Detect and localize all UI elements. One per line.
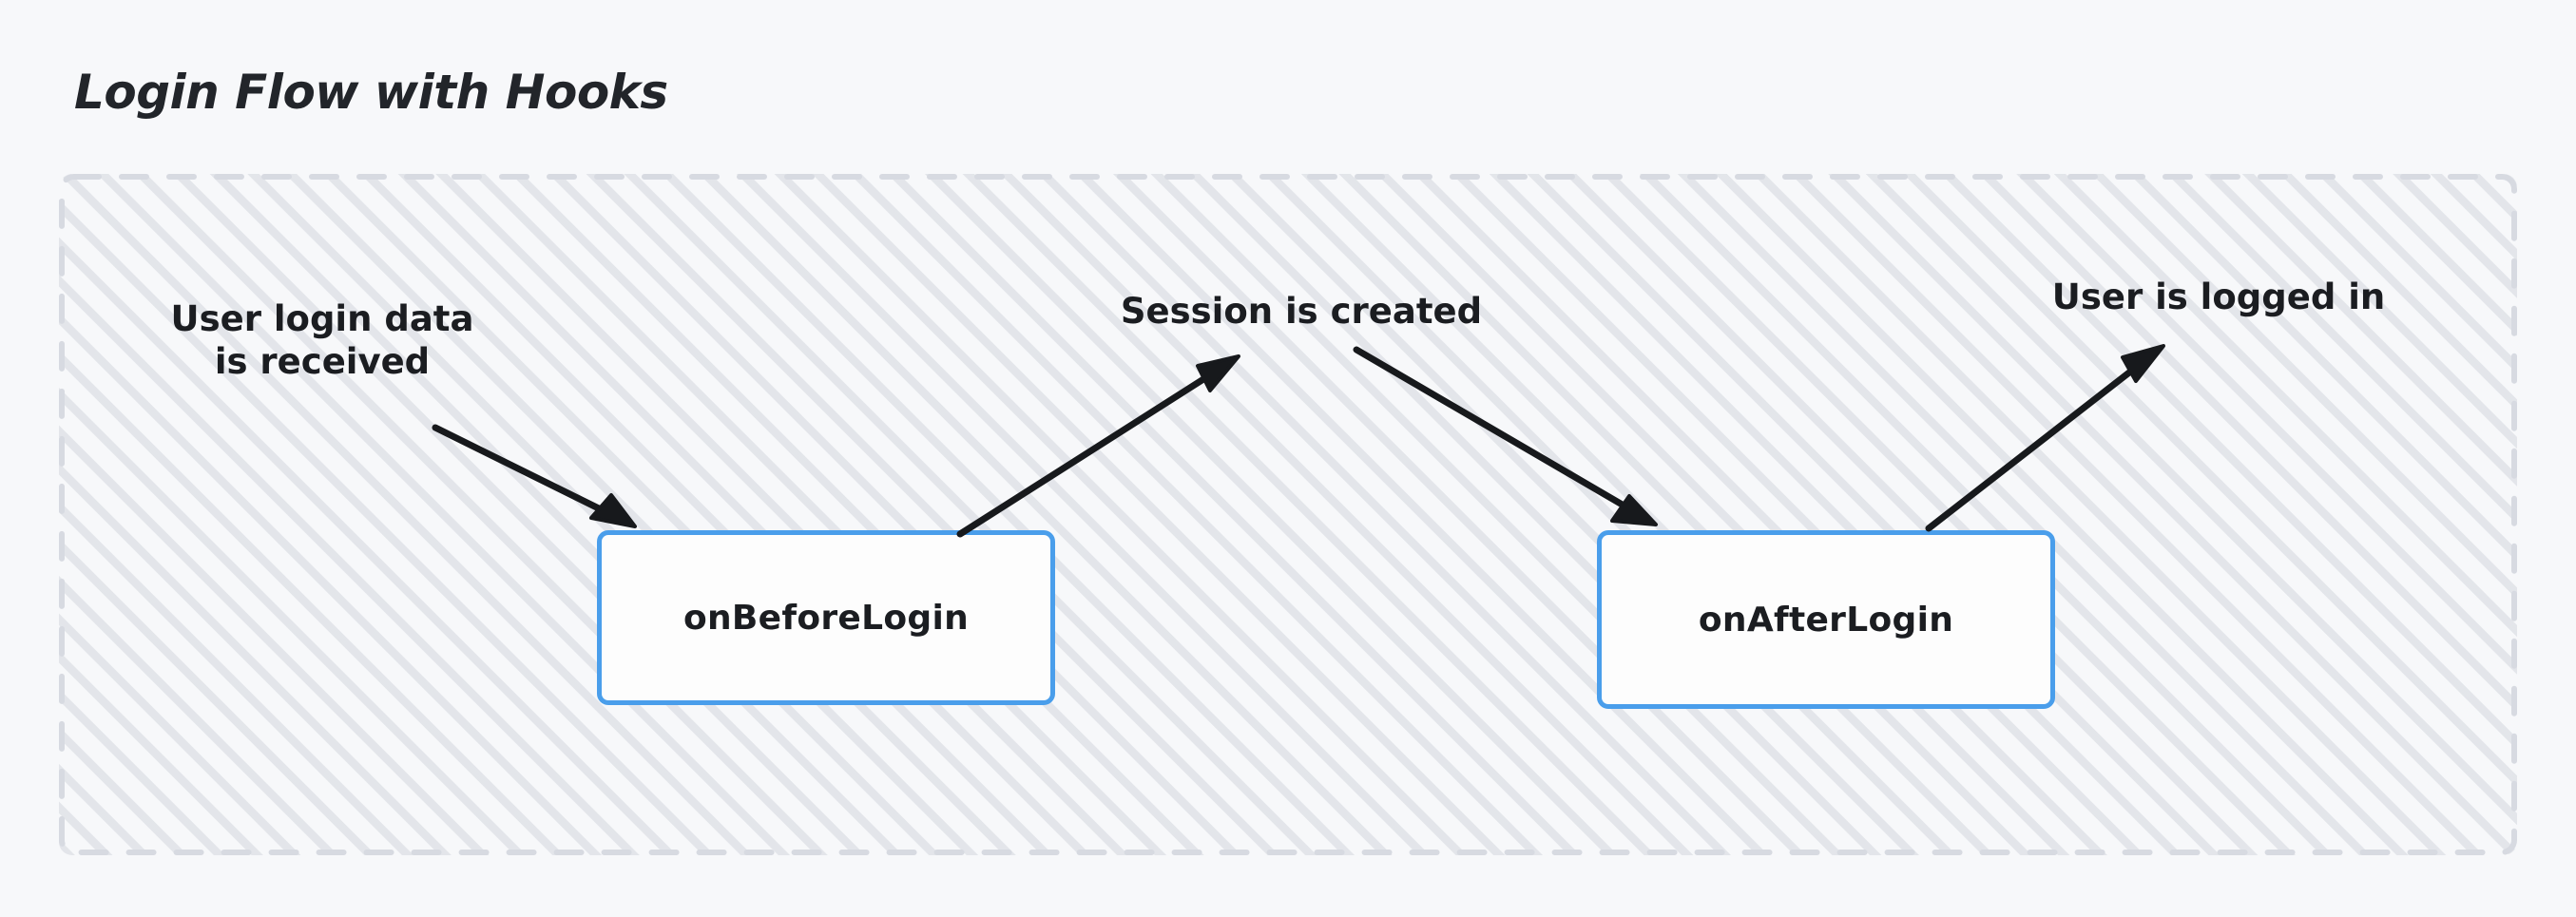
edge-label-user-login-data: User login data is received: [170, 298, 474, 383]
edge-label-session-created: Session is created: [1120, 291, 1483, 332]
node-on-after-login[interactable]: onAfterLogin: [1597, 530, 2055, 709]
node-on-before-login[interactable]: onBeforeLogin: [597, 530, 1055, 705]
node-label: onAfterLogin: [1698, 600, 1954, 640]
page-title: Login Flow with Hooks: [74, 65, 668, 120]
node-label: onBeforeLogin: [682, 598, 970, 638]
edge-label-user-logged-in: User is logged in: [2051, 277, 2386, 317]
